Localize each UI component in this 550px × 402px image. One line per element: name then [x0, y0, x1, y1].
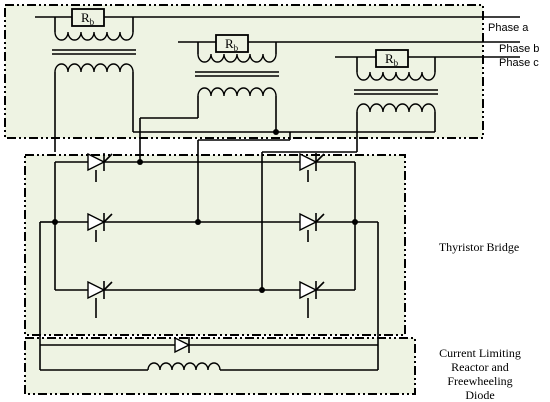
- freewheeling-diode: [174, 336, 191, 354]
- reactor-label-line-4: Diode: [465, 388, 495, 402]
- phase-b-label: Phase b: [499, 43, 540, 55]
- transformer-phase-a: [52, 17, 136, 132]
- transformer-phase-b: [195, 42, 279, 132]
- svg-text:Rb: Rb: [385, 51, 399, 68]
- phase-a-label: Phase a: [488, 22, 529, 34]
- reactor-region: [24, 337, 416, 395]
- svg-text:Rb: Rb: [225, 36, 239, 53]
- thyristor-2: [87, 212, 113, 242]
- thyristor-1: [87, 152, 113, 182]
- reactor-label-line-3: Freewheeling: [447, 374, 513, 388]
- thyristor-bridge-region: [24, 154, 406, 336]
- reactor-label-line-2: Reactor and: [451, 360, 509, 374]
- current-limiting-reactor: [147, 362, 221, 371]
- resistor-rb-phase-a: Rb: [71, 8, 105, 27]
- thyristor-5: [299, 212, 325, 242]
- svg-text:Rb: Rb: [81, 10, 95, 27]
- reactor-label-line-1: Current Limiting: [439, 346, 521, 360]
- reactor-label: Current Limiting Reactor and Freewheelin…: [415, 346, 545, 402]
- phase-c-label: Phase c: [499, 57, 539, 69]
- thyristor-3: [87, 280, 113, 318]
- thyristor-bridge-label: Thyristor Bridge: [438, 240, 520, 254]
- resistor-rb-phase-c: Rb: [375, 49, 409, 68]
- thyristor-6: [299, 280, 325, 318]
- transformer-phase-c: [354, 57, 438, 132]
- thyristor-4: [299, 152, 325, 182]
- resistor-rb-phase-b: Rb: [215, 34, 249, 53]
